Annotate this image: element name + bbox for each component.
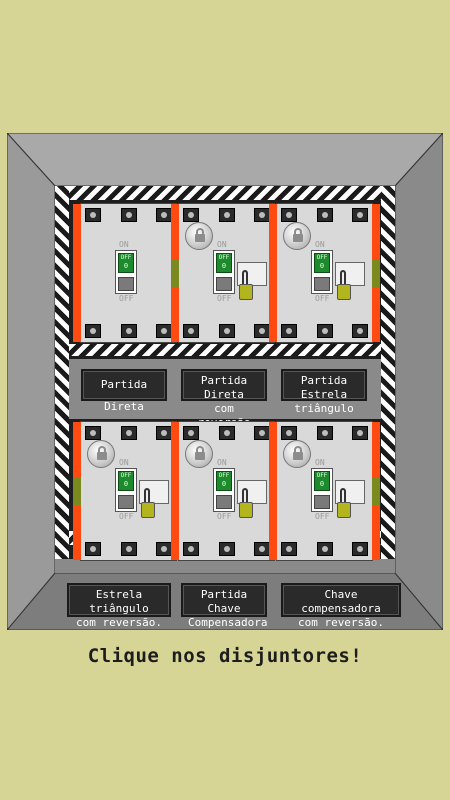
off-label: OFF [315, 512, 330, 521]
terminal [352, 208, 368, 222]
terminal [218, 542, 235, 556]
lock-icon[interactable] [185, 222, 213, 250]
hazard-stripes-top [55, 186, 395, 200]
terminal [316, 324, 333, 338]
terminal [254, 542, 270, 556]
terminal [183, 426, 199, 440]
off-label: OFF [119, 294, 134, 303]
terminal [352, 324, 368, 338]
label-partida-direta[interactable]: Partida Direta [81, 369, 167, 413]
terminal [254, 426, 270, 440]
terminal [183, 208, 199, 222]
terminal [183, 324, 199, 338]
terminal [120, 542, 137, 556]
terminal [281, 208, 297, 222]
on-label: ON [315, 458, 325, 467]
off-label: OFF [315, 294, 330, 303]
terminal [254, 208, 270, 222]
hazard-stripes-right [381, 186, 395, 559]
terminal [85, 324, 101, 338]
on-label: ON [217, 458, 227, 467]
terminal [85, 542, 101, 556]
off-label: OFF [217, 512, 232, 521]
terminal [120, 208, 137, 222]
hazard-stripes-left [55, 186, 69, 559]
label-chave-compensadora-reversao[interactable]: Chave compensadora com reversão. [281, 583, 401, 629]
terminal [156, 324, 172, 338]
terminal [352, 426, 368, 440]
on-label: ON [119, 240, 129, 249]
label-partida-direta-reversao[interactable]: Partida Direta com reversão [181, 369, 267, 429]
padlock-icon [239, 284, 253, 300]
lock-icon[interactable] [283, 440, 311, 468]
terminal [254, 324, 270, 338]
terminal [120, 426, 137, 440]
lock-icon[interactable] [87, 440, 115, 468]
off-label: OFF [119, 512, 134, 521]
terminal [156, 426, 172, 440]
terminal [218, 208, 235, 222]
terminal [281, 542, 297, 556]
terminal [218, 426, 235, 440]
label-partida-estrela-triangulo[interactable]: Partida Estrela triângulo [281, 369, 367, 415]
terminal [85, 426, 101, 440]
off-label: OFF [217, 294, 232, 303]
terminal [85, 208, 101, 222]
padlock-icon [337, 284, 351, 300]
terminal [316, 426, 333, 440]
lock-icon[interactable] [185, 440, 213, 468]
padlock-icon [141, 502, 155, 518]
on-label: ON [217, 240, 227, 249]
padlock-icon [239, 502, 253, 518]
lock-icon[interactable] [283, 222, 311, 250]
terminal [281, 324, 297, 338]
label-estrela-triangulo-reversao[interactable]: Estrela triângulo com reversão. [67, 583, 171, 629]
terminal [316, 208, 333, 222]
terminal [156, 542, 172, 556]
terminal [183, 542, 199, 556]
terminal [120, 324, 137, 338]
terminal [218, 324, 235, 338]
on-label: ON [119, 458, 129, 467]
instruction-text: Clique nos disjuntores! [87, 645, 363, 667]
on-label: ON [315, 240, 325, 249]
terminal [281, 426, 297, 440]
terminal [352, 542, 368, 556]
terminal [316, 542, 333, 556]
hazard-stripes-middle [55, 344, 395, 356]
padlock-icon [337, 502, 351, 518]
label-partida-chave-compensadora[interactable]: Partida Chave Compensadora [181, 583, 267, 629]
terminal [156, 208, 172, 222]
